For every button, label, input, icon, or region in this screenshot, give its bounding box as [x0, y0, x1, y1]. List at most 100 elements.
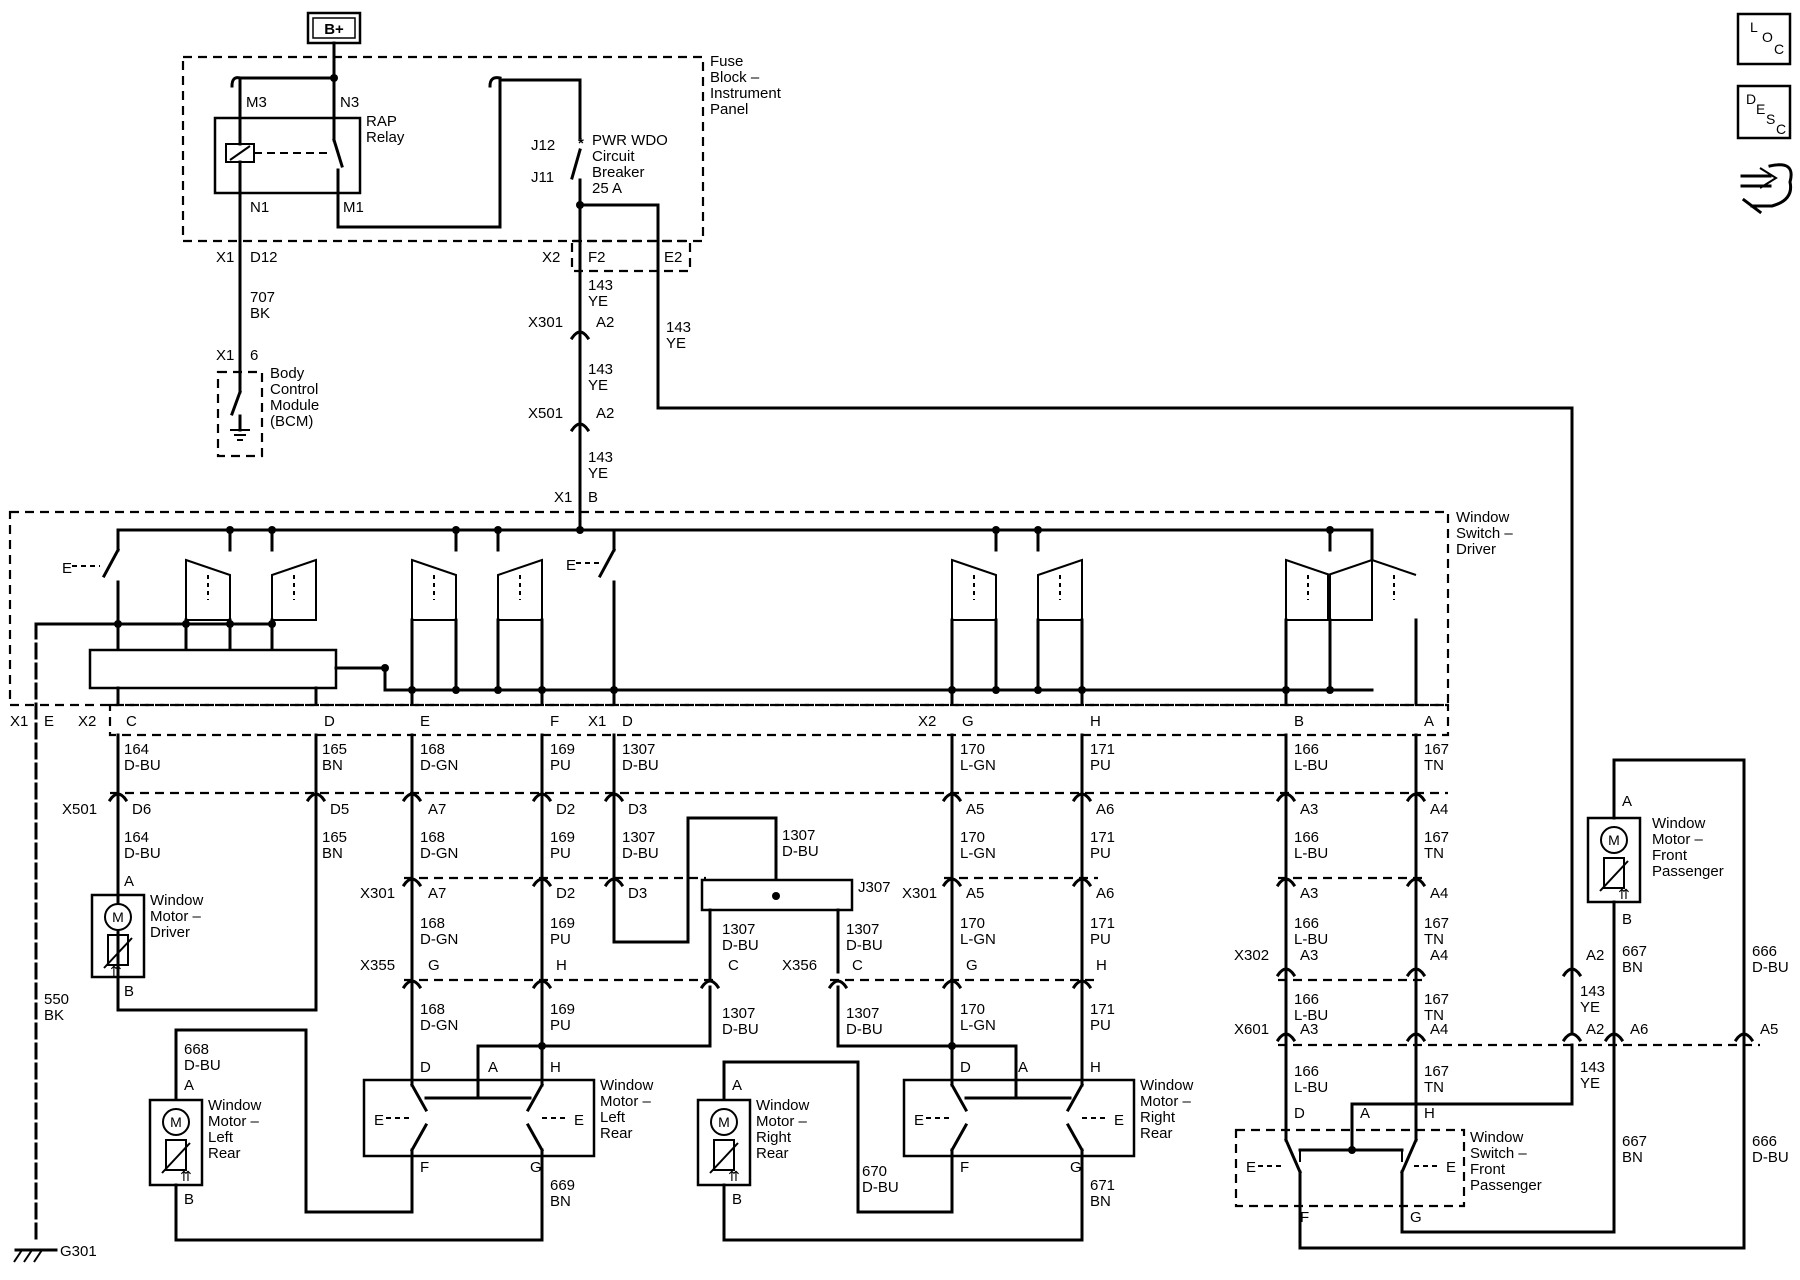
lr-switch-pin-g: G — [530, 1159, 542, 1176]
x601-pin-a3: A3 — [1300, 1021, 1318, 1038]
fuse-block-instrument-panel: Fuse Block – Instrument Panel M3 N3 N1 M… — [181, 53, 782, 273]
x302-pin-a4: A4 — [1430, 947, 1448, 964]
x301-pin-d3: D3 — [628, 885, 647, 902]
x301-pin-a3: A3 — [1300, 885, 1318, 902]
wire-labels-row4: 168 D-GN 169 PU 1307 D-BU 1307 D-BU 170 … — [420, 983, 1605, 1038]
x301-pin-a5: A5 — [966, 885, 984, 902]
bcm-pin-6: 6 — [250, 347, 258, 364]
w707-num: 707 — [250, 289, 275, 306]
fp-switch-name-3: Front — [1470, 1161, 1506, 1178]
lr-switch-e-left: E — [374, 1112, 384, 1129]
w143-a-color: YE — [588, 293, 608, 310]
w169-c-num: 169 — [550, 915, 575, 932]
x601-pin-a6: A6 — [1630, 1021, 1648, 1038]
w168-b-color: D-GN — [420, 845, 458, 862]
w171-b-num: 171 — [1090, 829, 1115, 846]
w167-c-num: 167 — [1424, 915, 1449, 932]
w166-b-color: L-BU — [1294, 845, 1328, 862]
wsd-name-1: Window — [1456, 509, 1510, 526]
w143-b-color: YE — [666, 335, 686, 352]
description-icon[interactable]: D E S C — [1736, 84, 1792, 140]
right-rear-switch-pair — [951, 558, 1083, 621]
desc-letter-d: D — [1746, 91, 1756, 107]
x302-label: X302 — [1234, 947, 1269, 964]
driver-motor-name-2: Motor – — [150, 908, 202, 925]
w169-b-color: PU — [550, 845, 571, 862]
location-icon[interactable]: L O C — [1736, 12, 1792, 66]
rr-motor-name-4: Rear — [756, 1145, 789, 1162]
x601-pin-a2: A2 — [1586, 1021, 1604, 1038]
w165-b-color: BN — [322, 845, 343, 862]
wsd-d2: D — [622, 713, 633, 730]
w165-a-color: BN — [322, 757, 343, 774]
fuse-block-name-4: Panel — [710, 101, 748, 118]
x356-label: X356 — [782, 957, 817, 974]
w171-c-color: PU — [1090, 931, 1111, 948]
w166-e-color: L-BU — [1294, 1079, 1328, 1096]
w167-b-num: 167 — [1424, 829, 1449, 846]
x601-connector-row: X601 A3 A4 A2 A6 A5 — [1234, 1021, 1778, 1047]
x356-pin-c: C — [852, 957, 863, 974]
w170-d-color: L-GN — [960, 1017, 996, 1034]
relay-pin-n3: N3 — [340, 94, 359, 111]
rr-switch-name-1: Window — [1140, 1077, 1194, 1094]
w143-c-color: YE — [588, 377, 608, 394]
rr-motor-symbol: M — [718, 1114, 730, 1130]
w671-color: BN — [1090, 1193, 1111, 1210]
fp-switch-name-2: Switch – — [1470, 1145, 1527, 1162]
fp-switch-pin-g: G — [1410, 1209, 1422, 1226]
rr-motor-pin-b: B — [732, 1191, 742, 1208]
wsd-x2: X2 — [78, 713, 96, 730]
w166-d-num: 166 — [1294, 991, 1319, 1008]
rr-switch-e-right: E — [1114, 1112, 1124, 1129]
w670-num: 670 — [862, 1163, 887, 1180]
rr-motor-name-1: Window — [756, 1097, 810, 1114]
window-switch-left-rear: D A H E E F G Window Motor – Left Rear — [362, 1059, 654, 1176]
wire-labels-row2: 164 D-BU 165 BN 168 D-GN 169 PU 1307 D-B… — [124, 827, 1449, 862]
rr-motor-arrows: ⇈ — [728, 1168, 740, 1184]
rr-switch-name-4: Rear — [1140, 1125, 1173, 1142]
driver-motor-pin-a: A — [124, 873, 134, 890]
wsd-name-3: Driver — [1456, 541, 1496, 558]
wire-labels-row1: 164 D-BU 165 BN 168 D-GN 169 PU 1307 D-B… — [124, 741, 1449, 774]
fuse-pin-f2: F2 — [588, 249, 606, 266]
fp-motor-arrows: ⇈ — [1618, 886, 1630, 902]
w171-d-color: PU — [1090, 1017, 1111, 1034]
x501-pin-a7: A7 — [428, 801, 446, 818]
front-passenger-switch-pair — [1285, 558, 1395, 621]
x301-pin-a7: A7 — [428, 885, 446, 902]
lr-switch-name-2: Motor – — [600, 1093, 652, 1110]
loc-letter-c: C — [1774, 41, 1784, 57]
wsd-e: E — [44, 713, 54, 730]
w1307-a-color: D-BU — [622, 757, 659, 774]
j307-label: J307 — [858, 879, 891, 896]
w168-a-num: 168 — [420, 741, 445, 758]
x301-top-pin: A2 — [596, 314, 614, 331]
x301-label-right: X301 — [902, 885, 937, 902]
w164-a-num: 164 — [124, 741, 149, 758]
rr-switch-pin-a: A — [1018, 1059, 1028, 1076]
rr-switch-name-3: Right — [1140, 1109, 1176, 1126]
connector-end-view-icon[interactable] — [1740, 163, 1793, 215]
ground-label: G301 — [60, 1243, 97, 1260]
fp-motor-name-3: Front — [1652, 847, 1688, 864]
w166-a-color: L-BU — [1294, 757, 1328, 774]
driver-motor-pin-b: B — [124, 983, 134, 1000]
window-switch-right-rear: D A H E E F G Window Motor – Right Rear — [902, 1059, 1194, 1176]
x501-top-pin: A2 — [596, 405, 614, 422]
rap-relay-label-2: Relay — [366, 129, 405, 146]
rap-relay-label-1: RAP — [366, 113, 397, 130]
w668-num: 668 — [184, 1041, 209, 1058]
breaker-pin-j11: J11 — [531, 169, 554, 186]
wsd-f: F — [550, 713, 559, 730]
w167-a-color: TN — [1424, 757, 1444, 774]
desc-letter-c: C — [1776, 121, 1786, 137]
driver-motor-name-1: Window — [150, 892, 204, 909]
w666-b-color: D-BU — [1752, 1149, 1789, 1166]
x302-pin-a3: A3 — [1300, 947, 1318, 964]
window-switch-front-passenger: D A H E E F G Window Switch – Front Pass… — [1234, 1105, 1542, 1226]
x501-top-label: X501 — [528, 405, 563, 422]
w164-b-color: D-BU — [124, 845, 161, 862]
wire-labels-row3: 168 D-GN 169 PU 1307 D-BU 1307 D-BU 170 … — [420, 915, 1449, 954]
lr-motor-name-2: Motor – — [208, 1113, 260, 1130]
